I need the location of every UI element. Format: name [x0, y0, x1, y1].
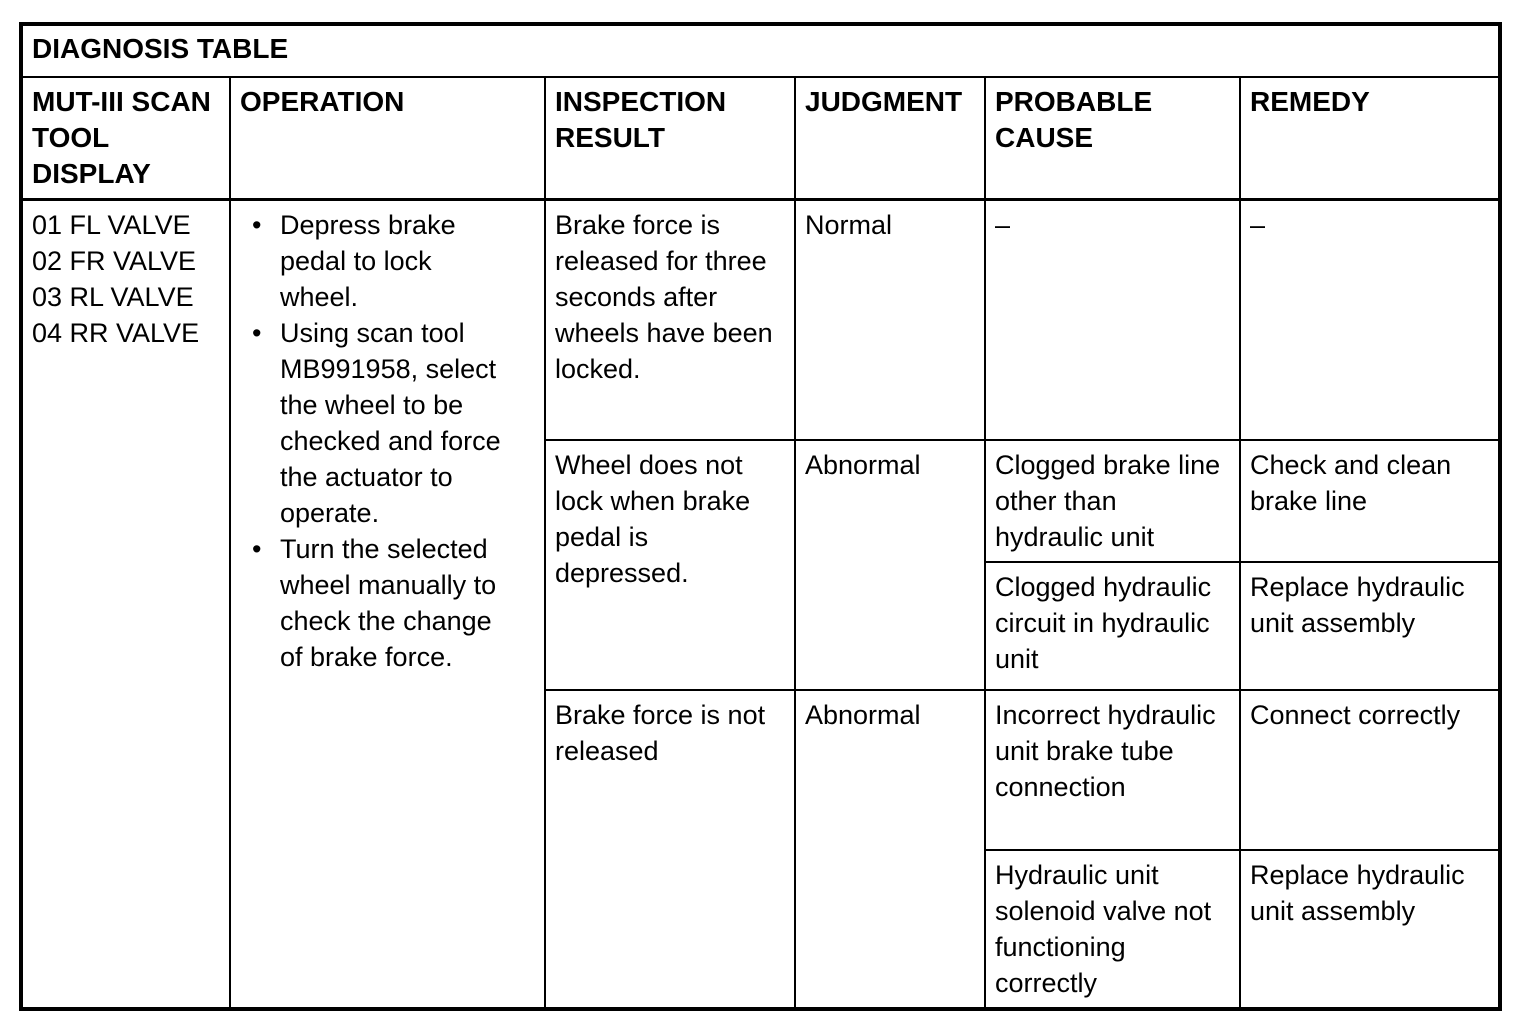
table-row-normal: 01 FL VALVE 02 FR VALVE 03 RL VALVE 04 R… [20, 198, 1502, 1010]
operation-step: Using scan tool MB991958, select the whe… [252, 315, 506, 531]
judgment-cell: Abnormal [794, 438, 986, 691]
col-header-inspection-result: INSPECTION RESULT [544, 76, 796, 201]
probable-cause-cell: Clogged hydraulic circuit in hydraulic u… [984, 560, 1241, 691]
table-row-abnormal-1a: Wheel does not lock when brake pedal is … [21, 438, 1502, 691]
scan-tool-code: 04 RR VALVE [32, 318, 200, 348]
inspection-result-cell: Brake force is released for three second… [544, 198, 796, 441]
col-header-judgment: JUDGMENT [794, 76, 986, 201]
scan-tool-code: 03 RL VALVE [32, 282, 194, 312]
table-title: DIAGNOSIS TABLE [19, 23, 1502, 78]
probable-cause-cell: Hydraulic unit solenoid valve not functi… [984, 848, 1241, 1010]
diagnosis-table: DIAGNOSIS TABLE MUT-III SCAN TOOL DISPLA… [19, 22, 1503, 1011]
inspection-result-cell: Wheel does not lock when brake pedal is … [544, 438, 796, 691]
table-row-abnormal-2a: Brake force is not released Abnormal Inc… [21, 688, 1502, 1010]
col-header-remedy: REMEDY [1238, 76, 1502, 201]
probable-cause-cell: Clogged brake line other than hydraulic … [984, 438, 1241, 563]
judgment-cell: Abnormal [794, 688, 986, 1010]
operation-step: Turn the selected wheel manually to chec… [252, 531, 506, 675]
col-header-operation: OPERATION [229, 76, 546, 201]
probable-cause-cell: Incorrect hydraulic unit brake tube conn… [984, 688, 1241, 851]
remedy-cell: Replace hydraulic unit assembly [1238, 560, 1502, 691]
remedy-cell: Replace hydraulic unit assembly [1238, 848, 1502, 1010]
judgment-cell: Normal [794, 198, 986, 441]
table-header-row: MUT-III SCAN TOOL DISPLAY OPERATION INSP… [20, 76, 1502, 201]
remedy-cell: Connect correctly [1238, 688, 1502, 851]
table-row-abnormal-2b: Hydraulic unit solenoid valve not functi… [21, 848, 1502, 1010]
remedy-cell: – [1238, 198, 1502, 441]
operation-steps-list: Depress brake pedal to lock wheel. Using… [240, 207, 536, 675]
col-header-probable-cause: PROBABLE CAUSE [984, 76, 1241, 201]
scan-tool-code: 02 FR VALVE [32, 246, 197, 276]
scan-tool-display-cell: 01 FL VALVE 02 FR VALVE 03 RL VALVE 04 R… [20, 198, 231, 1010]
table-row-abnormal-1b: Clogged hydraulic circuit in hydraulic u… [21, 560, 1502, 691]
col-header-scan-tool-display: MUT-III SCAN TOOL DISPLAY [20, 76, 231, 201]
inspection-result-cell: Brake force is not released [544, 688, 796, 1010]
probable-cause-cell: – [984, 198, 1241, 441]
operation-step: Depress brake pedal to lock wheel. [252, 207, 506, 315]
remedy-cell: Check and clean brake line [1238, 438, 1502, 563]
operation-cell: Depress brake pedal to lock wheel. Using… [229, 198, 546, 1010]
scan-tool-code: 01 FL VALVE [32, 210, 191, 240]
table-title-row: DIAGNOSIS TABLE [19, 23, 1502, 78]
